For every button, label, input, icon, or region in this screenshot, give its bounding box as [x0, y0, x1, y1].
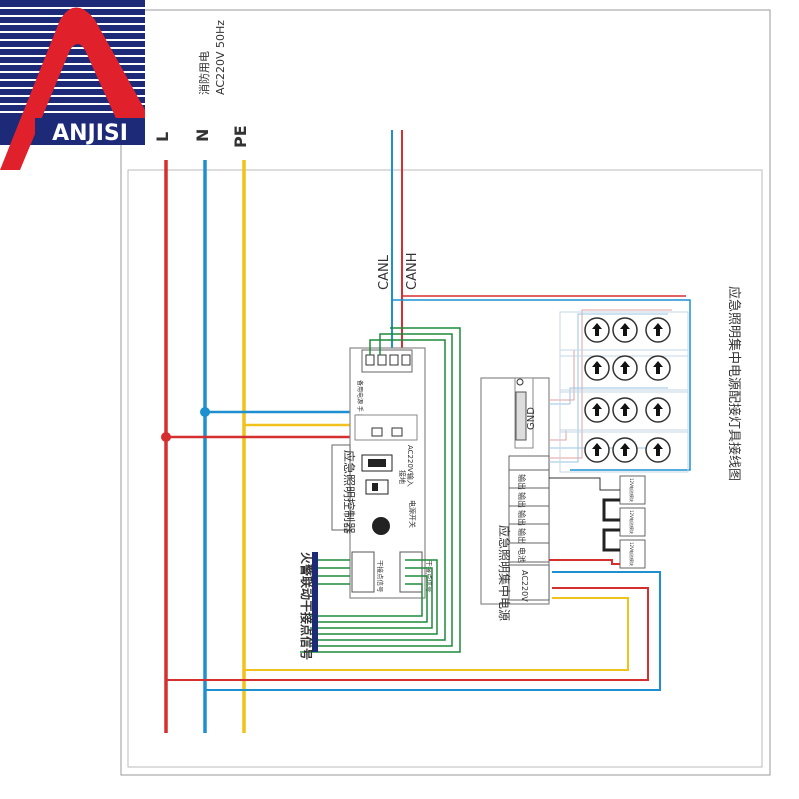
- central-circuit-1: 输出: [517, 474, 527, 490]
- brand-logo: ANJISI: [0, 0, 145, 170]
- emergency-lamp-icon: [584, 317, 610, 343]
- controller-power-switch: 电源开关: [408, 500, 417, 528]
- emergency-lamp-icon: [645, 397, 671, 423]
- emergency-lamp-icon: [645, 355, 671, 381]
- fire-alarm-label: 火警联动干接点信号: [299, 552, 314, 660]
- power-caption-line1: 消防用电: [197, 51, 211, 95]
- power-caption-line2: AC220V 50Hz: [214, 20, 227, 95]
- inner-frame: [127, 169, 763, 768]
- controller-ac-input: AC220V输入: [406, 445, 415, 487]
- emergency-lamp-icon: [612, 317, 638, 343]
- outer-frame: [120, 9, 771, 776]
- emergency-lamp-icon: [645, 317, 671, 343]
- battery-module-3: 12V电池模块: [629, 542, 635, 566]
- controller-output: 干接点信号: [425, 560, 434, 593]
- controller-title-box: 应急照明控制器: [331, 444, 357, 534]
- central-circuit-2: 输出: [517, 492, 527, 508]
- bus-canl: CANL: [377, 254, 392, 290]
- emergency-lamp-icon: [584, 437, 610, 463]
- central-power-unit: GND 输出 输出 输出 输出 电池 AC220V: [480, 377, 550, 605]
- central-ac-label: AC220V: [520, 570, 529, 602]
- central-circuit-4: 输出: [517, 528, 527, 544]
- emergency-lamp-icon: [584, 355, 610, 381]
- emergency-lamp-icon: [584, 397, 610, 423]
- diagram-title: 应急照明集中电源配接灯具接线图: [726, 286, 742, 481]
- junction-L: [161, 432, 171, 442]
- controller-dry-contact: 干接点信号: [376, 560, 385, 593]
- emergency-lamp-icon: [612, 397, 638, 423]
- controller-terminal-top: 备用电源 手 地线: [356, 380, 364, 426]
- controller-unit: 备用电源 手 地线 AC220V输入 接地 电源开关 干接点信号 干接点信号: [349, 347, 434, 599]
- central-gnd: GND: [526, 407, 537, 430]
- battery-module-2: 12V电池模块: [629, 510, 635, 534]
- label-PE: PE: [231, 125, 250, 148]
- fire-alarm-bar: [312, 552, 318, 652]
- bus-canh: CANH: [405, 253, 420, 290]
- controller-ground: 接地: [398, 470, 407, 484]
- emergency-lamp-icon: [612, 355, 638, 381]
- battery-modules: 12V电池模块 12V电池模块 12V电池模块: [549, 475, 646, 569]
- label-L: L: [153, 132, 172, 142]
- controller-knob: [372, 517, 390, 535]
- central-battery: 电池: [517, 547, 527, 563]
- junction-N: [200, 407, 210, 417]
- central-title: 应急照明集中电源: [497, 525, 512, 621]
- lamp-row-frame: [559, 429, 689, 473]
- lamp-array: [559, 311, 689, 473]
- lamp-row-frame: [559, 389, 689, 433]
- controller-title: 应急照明控制器: [342, 450, 357, 534]
- emergency-lamp-icon: [612, 437, 638, 463]
- label-N: N: [193, 129, 212, 142]
- logo-text: ANJISI: [52, 121, 128, 146]
- central-circuit-3: 输出: [517, 510, 527, 526]
- lamp-row-frame: [559, 349, 689, 393]
- battery-module-1: 12V电池模块: [629, 478, 635, 502]
- emergency-lamp-icon: [645, 437, 671, 463]
